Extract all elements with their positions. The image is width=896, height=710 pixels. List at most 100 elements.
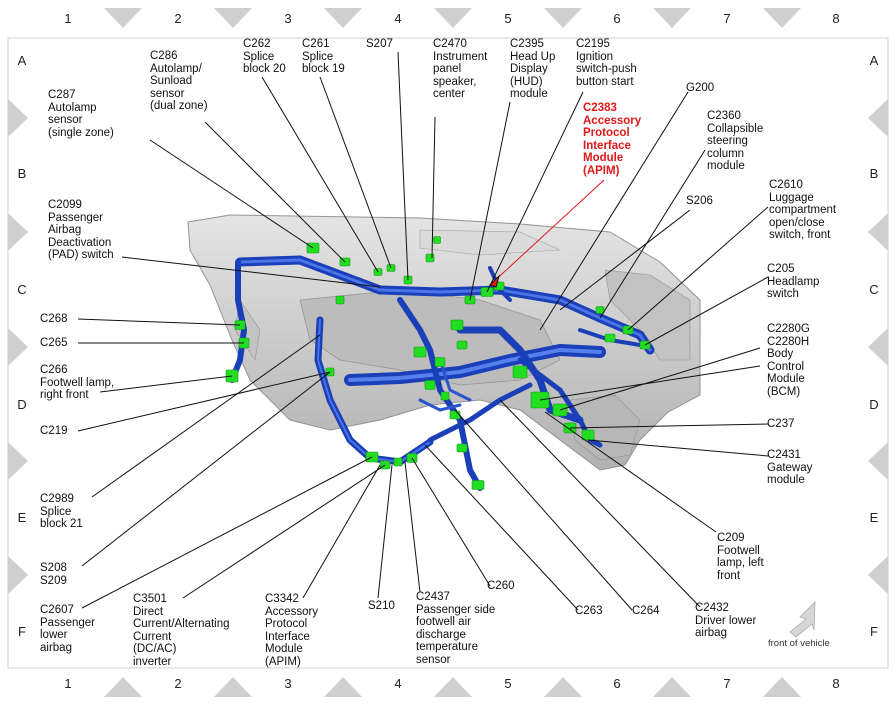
border-triangles	[8, 8, 888, 697]
label-c3501: C3501 Direct Current/Alternating Current…	[133, 593, 230, 668]
leader-line	[539, 365, 761, 401]
leader-line	[81, 371, 331, 567]
border-triangle-bottom	[544, 677, 582, 697]
leader-line	[587, 439, 769, 457]
leader-line	[454, 409, 633, 611]
label-c2383: C2383 Accessory Protocol Interface Modul…	[583, 102, 642, 177]
grid-row-right-D: D	[869, 397, 879, 412]
grid-column-bottom-8: 8	[832, 676, 840, 691]
grid-column-top-5: 5	[504, 11, 512, 26]
leader-line	[81, 456, 373, 609]
label-c2099: C2099 Passenger Airbag Deactivation (PAD…	[48, 199, 114, 261]
leader-line	[99, 375, 233, 393]
leader-line	[77, 371, 331, 432]
connector	[424, 380, 436, 390]
border-triangle-right	[868, 213, 888, 251]
grid-column-top-2: 2	[174, 11, 182, 26]
leader-line	[377, 464, 393, 599]
border-triangle-top	[653, 8, 691, 28]
label-s207: S207	[366, 38, 393, 50]
leader-line	[489, 179, 605, 286]
grid-row-right-C: C	[869, 282, 879, 297]
label-c2607: C2607 Passenger lower airbag	[40, 604, 95, 654]
border-triangle-right	[868, 442, 888, 480]
leader-line	[261, 76, 379, 273]
label-c2989: C2989 Splice block 21	[40, 493, 83, 530]
leader-line	[404, 461, 421, 593]
label-g200: G200	[686, 82, 715, 94]
border-triangle-left	[8, 328, 28, 366]
connector	[393, 457, 403, 467]
leader-line	[77, 318, 241, 326]
border-triangle-bottom	[214, 677, 252, 697]
leader-line	[486, 91, 584, 293]
leader-line	[627, 206, 769, 331]
grid-row-right-F: F	[870, 624, 878, 639]
grid-column-top-8: 8	[832, 11, 840, 26]
border-triangle-left	[8, 213, 28, 251]
border-triangle-bottom	[104, 677, 142, 697]
grid-column-bottom-7: 7	[723, 676, 731, 691]
border-triangle-bottom	[653, 677, 691, 697]
leader-line	[559, 347, 761, 411]
leader-line	[319, 76, 392, 269]
grid-row-right-E: E	[869, 510, 879, 525]
label-c205: C205 Headlamp switch	[767, 263, 820, 300]
border-triangle-top	[214, 8, 252, 28]
label-c261: C261 Splice block 19	[302, 38, 345, 75]
connector	[512, 365, 528, 379]
leader-line	[469, 101, 511, 301]
connector	[433, 236, 441, 244]
label-c2395: C2395 Head Up Display (HUD) module	[510, 38, 556, 100]
label-c262: C262 Splice block 20	[243, 38, 286, 75]
leader-line	[302, 464, 381, 599]
grid-column-bottom-4: 4	[394, 676, 402, 691]
grid-column-top-1: 1	[64, 11, 72, 26]
leader-line	[91, 334, 321, 498]
leader-line	[121, 256, 381, 288]
border-triangle-top	[763, 8, 801, 28]
label-c2610: C2610 Luggage compartment open/close swi…	[769, 179, 837, 241]
front-of-vehicle-arrow-icon	[789, 600, 816, 638]
connector	[450, 319, 464, 331]
grid-column-bottom-6: 6	[613, 676, 621, 691]
leader-line	[204, 121, 346, 263]
grid-column-bottom-5: 5	[504, 676, 512, 691]
border-triangle-bottom	[434, 677, 472, 697]
label-c209: C209 Footwell lamp, left front	[717, 532, 764, 582]
grid-column-top-6: 6	[613, 11, 621, 26]
leader-lines	[77, 51, 769, 611]
connector	[456, 443, 468, 453]
label-c2431: C2431 Gateway module	[767, 449, 813, 486]
leader-line	[599, 149, 706, 319]
label-c3342: C3342 Accessory Protocol Interface Modul…	[265, 593, 319, 668]
grid-column-bottom-2: 2	[174, 676, 182, 691]
connector	[581, 429, 595, 441]
border-triangle-right	[868, 99, 888, 137]
leader-line	[431, 116, 436, 259]
grid-row-right-A: A	[869, 53, 879, 68]
label-c266: C266 Footwell lamp, right front	[40, 364, 115, 401]
connector	[471, 480, 485, 490]
label-c2470: C2470 Instrument panel speaker, center	[433, 38, 488, 100]
label-c287: C287 Autolamp sensor (single zone)	[48, 89, 114, 139]
connector	[440, 391, 450, 401]
border-triangle-right	[868, 556, 888, 594]
leader-line	[424, 444, 579, 611]
c2383-arrowhead-icon	[489, 274, 500, 288]
label-c260: C260	[487, 580, 515, 592]
border-triangle-left	[8, 556, 28, 594]
connector	[425, 253, 435, 263]
label-s206: S206	[686, 195, 713, 207]
grid-row-left-D: D	[17, 397, 27, 412]
connector	[604, 333, 616, 343]
leader-line	[149, 139, 314, 249]
label-c268: C268	[40, 313, 68, 325]
connector	[449, 410, 461, 420]
label-c286: C286 Autolamp/ Sunload sensor (dual zone…	[150, 50, 208, 112]
label-c237: C237	[767, 418, 795, 430]
leader-line	[559, 209, 691, 311]
leader-line	[411, 457, 491, 587]
